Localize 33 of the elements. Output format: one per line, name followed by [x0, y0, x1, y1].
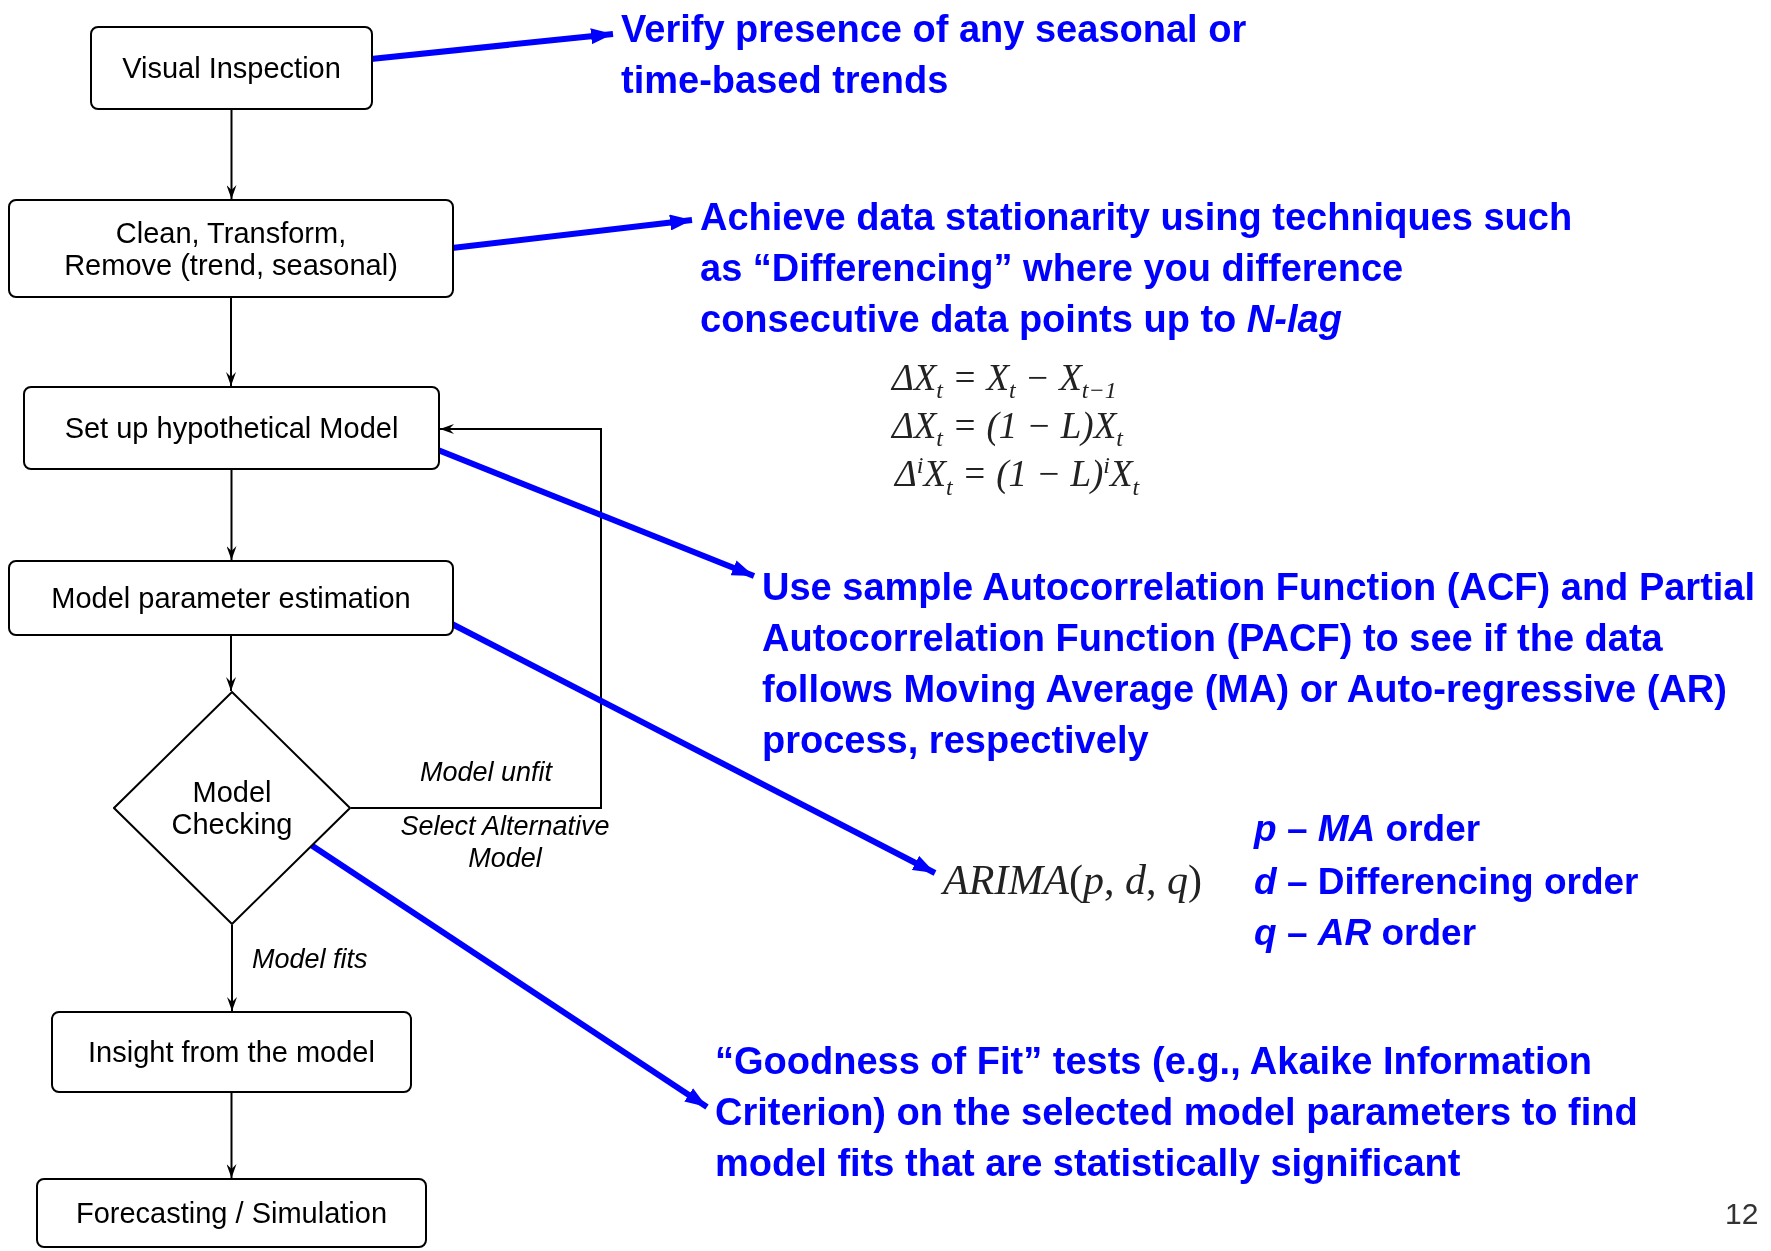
equation: Δ$^{i}$X$_{t}$ = (1 − L)$^{i}$X$_{t}$ — [895, 452, 1140, 501]
flow-arrow — [350, 424, 602, 809]
step-label: Model Checking — [170, 776, 294, 840]
process-box — [8, 560, 454, 636]
callout-arrow — [309, 842, 709, 1110]
process-box — [36, 1178, 427, 1248]
branch-note: Select Alternative Model — [399, 810, 611, 874]
step-label: Visual Inspection — [122, 52, 341, 84]
process-box — [8, 199, 454, 298]
process-box — [51, 1011, 412, 1093]
flow-arrow — [226, 1092, 237, 1179]
parameter-note: d – Differencing order — [1254, 861, 1639, 903]
parameter-note: q – AR order — [1254, 912, 1477, 954]
process-box — [90, 26, 373, 110]
step-label: Forecasting / Simulation — [75, 1197, 388, 1229]
step-label: Clean, Transform, Remove (trend, seasonal) — [63, 216, 399, 281]
page-number: 12 — [1725, 1197, 1759, 1231]
step-label: Model parameter estimation — [51, 582, 411, 614]
flow-arrow — [227, 924, 237, 1012]
annotation-text: Achieve data stationarity using techniques such as “Differencing” where you difference consecutive data points up to N-lag — [700, 192, 1610, 345]
step-label: Insight from the model — [88, 1036, 375, 1068]
flow-arrow — [226, 109, 237, 200]
parameter-note: p – MA order — [1254, 808, 1481, 850]
flow-arrow — [226, 635, 236, 692]
process-box — [23, 386, 440, 470]
annotation-text: “Goodness of Fit” tests (e.g., Akaike Information Criterion) on the selected model parameters to find model fits that are statistically significant — [715, 1036, 1760, 1189]
annotation-text: Verify presence of any seasonal or time-based trends — [621, 4, 1311, 106]
equation: ΔX$_{t}$ = X$_{t}$ − X$_{t−1}$ — [892, 356, 1117, 405]
annotation-text: Use sample Autocorrelation Function (ACF) and Partial Autocorrelation Function (PACF) to see if the data follows Moving Average (MA) or Auto-regressive (AR) process, respectively — [762, 562, 1762, 766]
step-label: Set up hypothetical Model — [64, 412, 399, 444]
flow-arrow — [226, 469, 237, 561]
flow-arrow — [226, 297, 236, 387]
equation: ΔX$_{t}$ = (1 − L)X$_{t}$ — [892, 404, 1123, 453]
